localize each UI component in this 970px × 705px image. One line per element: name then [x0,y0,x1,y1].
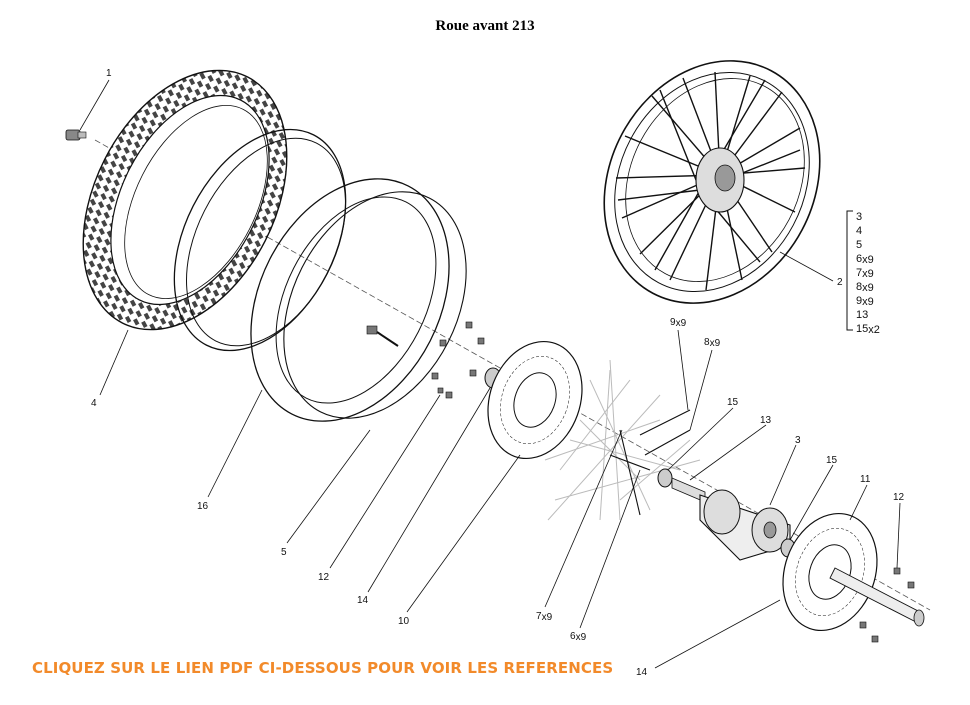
disc-bolts-left [431,321,485,399]
callout-label: 3 [795,435,801,446]
assembly-list-item: 4 [856,225,862,237]
callout-label: 6x9 [570,631,587,643]
assembly-list-item: 13 [856,309,868,321]
valve [65,129,87,141]
callout-labels: 1 4 16 5 12 14 10 7x9 6x9 9x9 8x9 15 13 … [91,68,905,678]
spokes [609,429,651,516]
callout-label: 14 [357,595,369,606]
list-bracket [846,210,853,331]
callout-label: 12 [318,572,330,583]
tube-valve [366,325,399,347]
leader-lines [79,79,901,669]
brake-disc-right [782,512,878,632]
inner-tube [250,178,467,422]
callout-label: 11 [860,474,871,485]
callout-label: 8x9 [704,337,721,349]
assembly-list-item: 7x9 [856,267,874,280]
callout-label: 15 [727,397,739,408]
diagram-title: Roue avant 213 [435,18,535,34]
callout-label: 1 [106,68,112,79]
tyre [82,69,288,331]
callout-label: 2 [837,277,843,288]
callout-label: 4 [91,398,97,409]
disc-bolts-right [859,567,915,643]
callout-label: 7x9 [536,611,553,623]
assembly-list-item: 8x9 [856,281,874,294]
callout-label: 16 [197,501,209,512]
assembly-list-item: 6x9 [856,253,874,266]
callout-label: 15 [826,455,838,466]
callout-label: 9x9 [670,317,687,329]
assembly-list-item: 9x9 [856,295,874,308]
axle [829,567,925,627]
complete-wheel [603,60,821,304]
hub [699,489,791,561]
spoke-nipples [639,409,691,456]
axle-spacer [657,468,706,503]
assembly-list-item: 3 [856,211,862,223]
callout-label: 13 [760,415,772,426]
assembly-list: 3 4 5 6x9 7x9 8x9 9x9 13 15x2 [856,211,880,336]
callout-label: 10 [398,616,410,627]
assembly-list-item: 5 [856,239,862,251]
callout-label: 14 [636,667,648,678]
callout-label: 12 [893,492,905,503]
callout-label: 5 [281,547,287,558]
rim-band [173,128,347,352]
assembly-list-item: 15x2 [856,323,880,336]
spokes-bundle [544,359,701,521]
pdf-link-prompt[interactable]: CLIQUEZ SUR LE LIEN PDF CI-DESSOUS POUR … [32,659,614,677]
brake-disc-left [487,340,583,460]
